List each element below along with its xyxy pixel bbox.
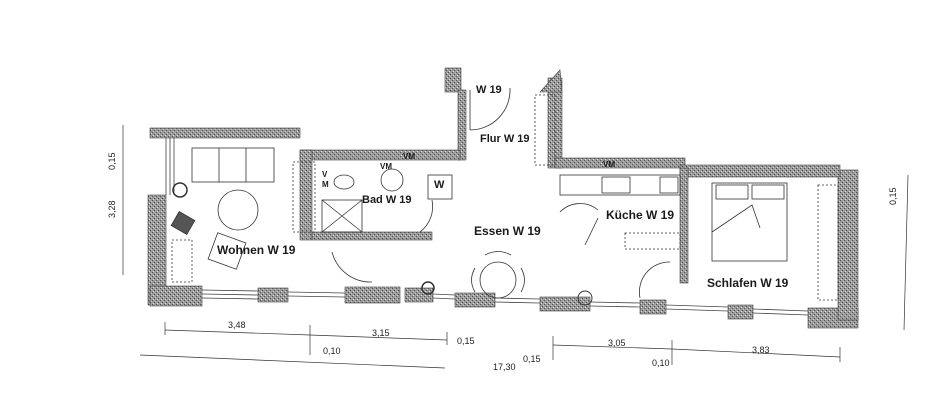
dim-total: 17,30 [493,362,516,372]
essen-furniture [331,251,593,306]
wohnen-furniture [170,147,316,283]
m-label: M [322,180,329,189]
dim-3-15: 3,15 [372,328,390,338]
dim-left-top: 0,15 [107,152,117,170]
dimension-lines [122,125,909,369]
room-label-flur: Flur W 19 [480,133,530,145]
room-label-essen: Essen W 19 [474,224,541,238]
vm-label-bad-wall: VM [403,152,415,161]
washer-label: W [434,179,445,191]
vm-label-kueche: VM [603,160,615,169]
dim-left-height: 3,28 [107,200,117,218]
room-label-flur-entry: W 19 [476,84,502,96]
room-label-schlafen: Schlafen W 19 [707,276,789,290]
dim-0-15-b: 0,15 [523,354,541,364]
room-label-bad: Bad W 19 [362,194,412,206]
dim-3-48: 3,48 [228,320,246,330]
schlafen-furniture [711,182,839,301]
room-label-wohnen: Wohnen W 19 [217,243,296,257]
flur-door [469,87,556,166]
kueche-fixtures [559,174,681,299]
dim-0-10-a: 0,10 [323,346,341,356]
dim-3-05: 3,05 [608,338,626,348]
dim-0-15-a: 0,15 [457,336,475,346]
windows [165,138,809,316]
exterior-walls [147,67,859,329]
dim-3-83: 3,83 [752,345,770,355]
v-label: V [322,170,328,179]
dim-right-top: 0,15 [888,187,898,205]
vm-label-bad-sink: VM [380,162,392,171]
room-label-kueche: Küche W 19 [606,208,675,222]
dim-0-10-b: 0,10 [652,358,670,368]
bad-fixtures [321,168,453,233]
